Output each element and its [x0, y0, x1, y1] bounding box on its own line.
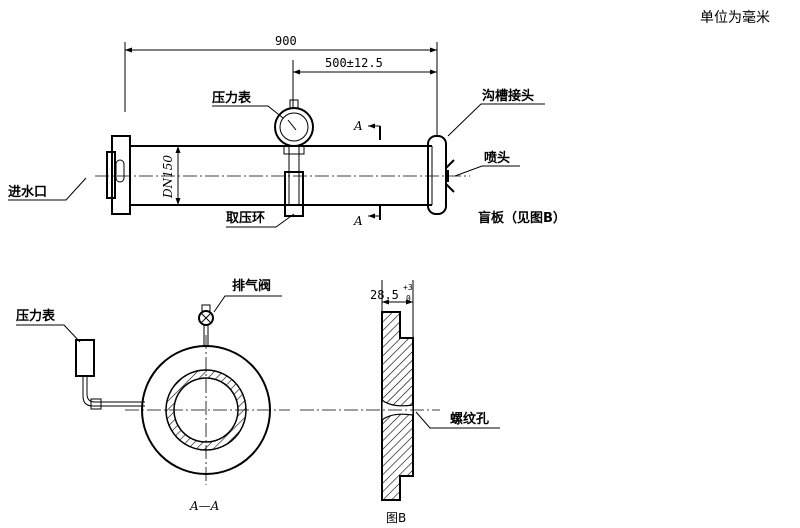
leader-thread-hole: [415, 411, 500, 429]
label-pressure-gauge: 压力表: [212, 90, 252, 106]
gauge-tube-fitting: [90, 398, 102, 410]
pipe-wall-section: [165, 369, 247, 451]
unit-note: 单位为毫米: [700, 9, 770, 26]
leader-exhaust-valve: [213, 295, 282, 313]
label-blind-plate: 盲板（见图B）: [478, 210, 566, 226]
inlet-flange-lip: [106, 151, 116, 199]
section-pressure-gauge: [75, 339, 95, 377]
dimension-500: 500±12.5: [325, 56, 383, 70]
dn-label: DN150: [161, 155, 175, 199]
section-mark-bottom: A: [353, 214, 363, 228]
gauge-cap: [289, 99, 299, 109]
detail-dim-value: 28.5: [370, 288, 399, 302]
pressure-gauge-inner: [279, 112, 309, 142]
leader-pressure-ring: [226, 213, 295, 228]
section-view: 排气阀 压力表 A—A: [16, 278, 290, 513]
section-mark-top: A: [353, 119, 363, 133]
section-caption: A—A: [189, 499, 220, 513]
leader-section-gauge: [16, 324, 81, 343]
detail-caption: 图B: [386, 511, 406, 525]
groove-joint: [427, 135, 447, 215]
label-water-inlet: 进水口: [8, 184, 47, 200]
exhaust-valve-cap: [201, 304, 211, 312]
label-pressure-ring: 取压环: [226, 211, 265, 226]
label-exhaust-valve: 排气阀: [232, 278, 271, 294]
detail-b: 28.5 +3 0 螺纹孔 图B: [300, 280, 500, 525]
gauge-needle: [287, 119, 297, 131]
label-section-gauge: 压力表: [16, 308, 56, 324]
nozzle: [445, 159, 455, 193]
dimension-900: 900: [275, 34, 297, 48]
leader-nozzle: [454, 165, 520, 177]
leader-water-inlet: [8, 177, 87, 201]
leader-groove-joint: [447, 103, 545, 137]
gauge-tube-inner: [86, 376, 145, 403]
label-thread-hole: 螺纹孔: [450, 411, 489, 427]
leader-pressure-gauge: [212, 105, 284, 119]
inlet-slot: [115, 159, 125, 183]
inlet-flange: [111, 135, 131, 215]
top-view: 900 500±12.5 DN150 A A: [8, 34, 566, 228]
gauge-tube-outer: [82, 376, 145, 407]
label-nozzle: 喷头: [484, 150, 510, 166]
exhaust-valve-cross-b: [200, 312, 212, 324]
label-groove-joint: 沟槽接头: [482, 88, 534, 104]
detail-tol-upper: +3: [403, 283, 413, 292]
pressure-ring: [284, 171, 304, 217]
gauge-stem-top: [283, 145, 305, 155]
detail-tol-lower: 0: [406, 294, 411, 303]
